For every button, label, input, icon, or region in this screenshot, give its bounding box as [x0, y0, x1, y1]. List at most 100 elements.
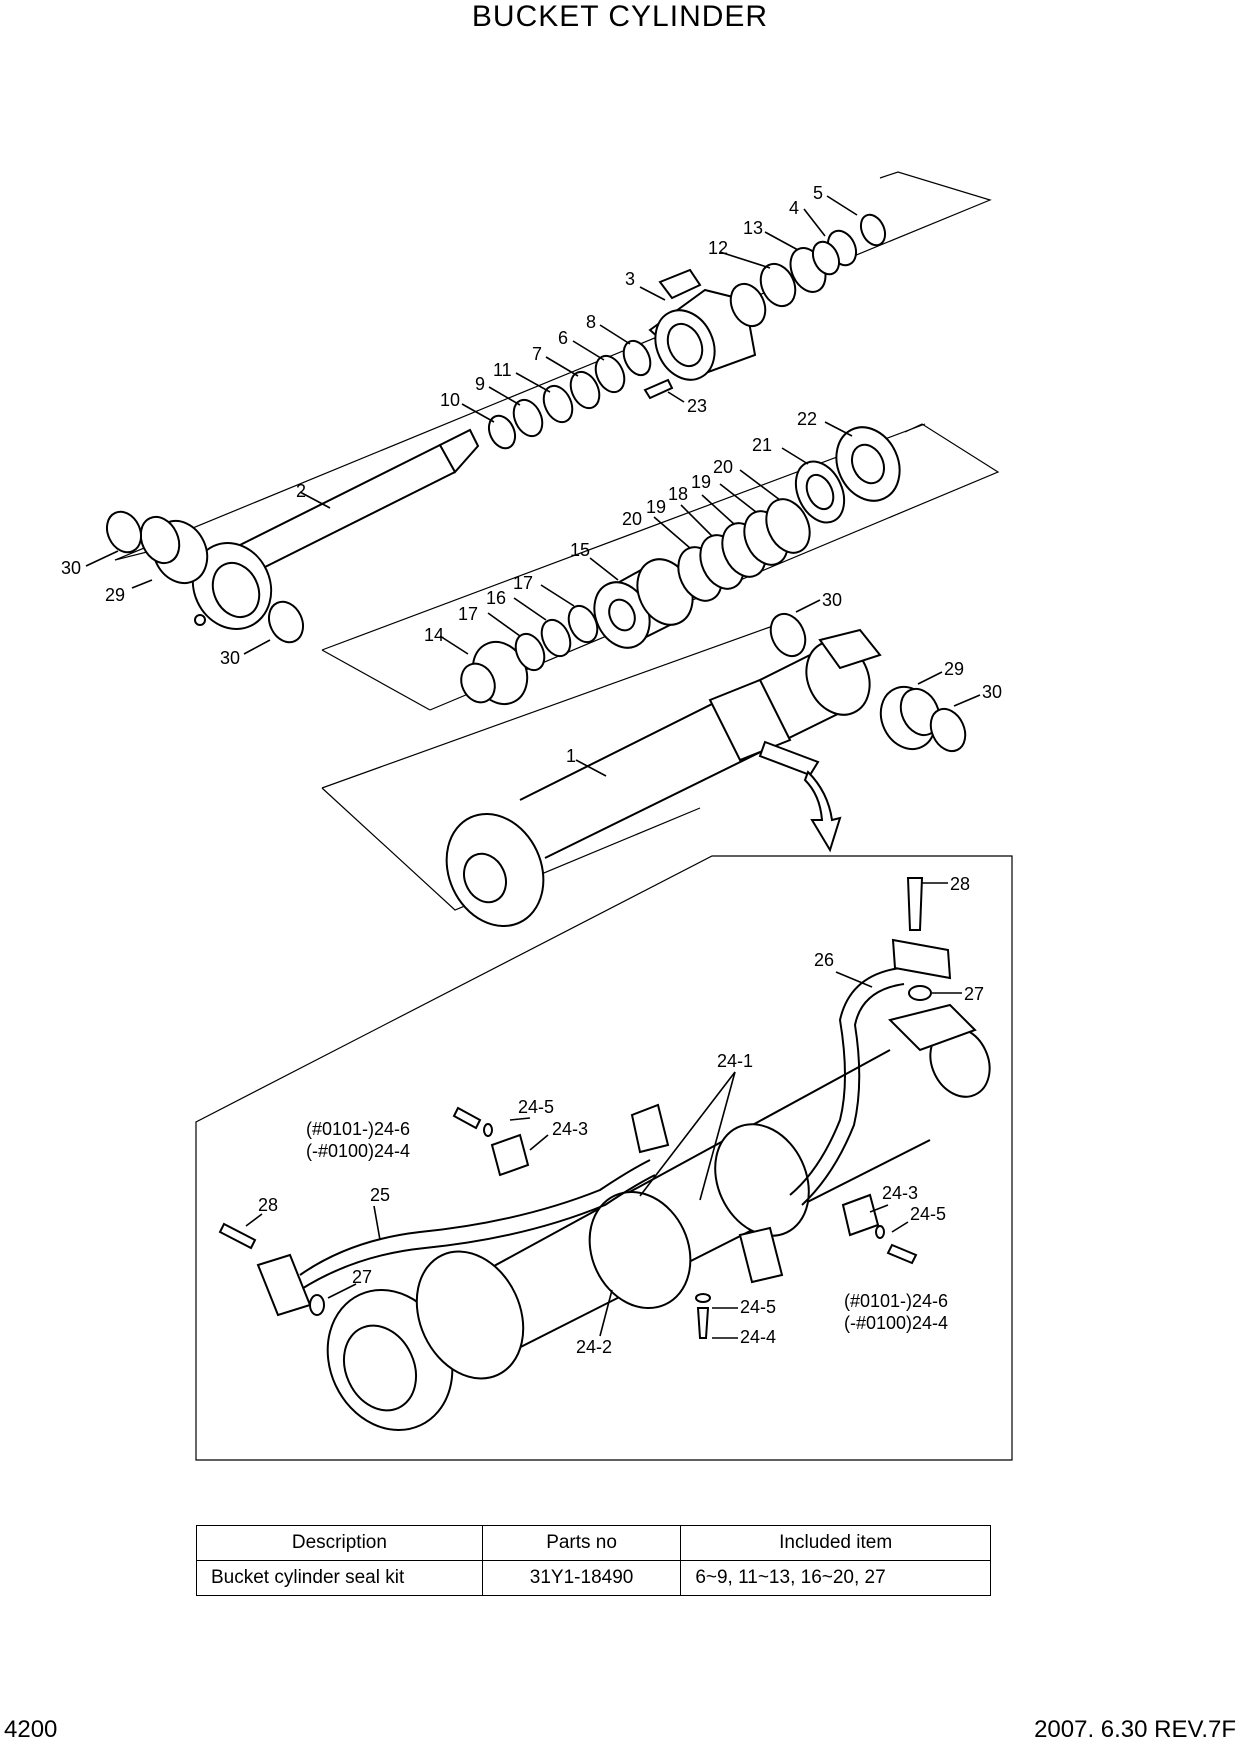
callout-5: 5: [813, 183, 823, 203]
callout-30: 30: [982, 682, 1002, 702]
callout-24-4: (-#0100)24-4: [306, 1141, 410, 1161]
callout-9: 9: [475, 374, 485, 394]
bushing-29-right: [879, 685, 941, 751]
callout-24-5: 24-5: [740, 1297, 776, 1317]
callout-29: 29: [944, 659, 964, 679]
bushing-4: [811, 229, 858, 276]
cylinder-tube-group: 1 30 29 30: [321, 590, 1002, 928]
callout-17: 17: [458, 604, 478, 624]
assembly-frame-1: [114, 171, 992, 561]
detail-frame: [195, 855, 1013, 1461]
rod-assembly-group: 2 30 29 30 10 9 11 7 6 8 3 12 13 4 5 23: [61, 171, 992, 668]
callout-23: 23: [687, 396, 707, 416]
callout-24-2: 24-2: [576, 1337, 612, 1357]
callout-15: 15: [570, 540, 590, 560]
column-header-description: Description: [196, 1525, 483, 1561]
ring-6: [594, 354, 626, 394]
pipe-25: [299, 1159, 651, 1276]
ring-9: [512, 398, 544, 438]
callout-24-5: 24-5: [910, 1204, 946, 1224]
column-header-included-item: Included item: [680, 1525, 991, 1561]
tube-frame-bottom: [321, 787, 701, 911]
pipe-flange-left: [256, 1253, 312, 1317]
bolt-28-upper: [906, 877, 924, 931]
cell-description: Bucket cylinder seal kit: [196, 1560, 483, 1596]
callout-3: 3: [625, 269, 635, 289]
ring-20-upper: [765, 498, 811, 554]
washer-24-5-left: [483, 1123, 493, 1137]
ring-12: [759, 262, 797, 308]
callout-24-4: (-#0100)24-4: [844, 1313, 948, 1333]
callout-2: 2: [296, 481, 306, 501]
ring-10: [487, 414, 517, 450]
revision-date: 2007. 6.30 REV.7F: [1034, 1716, 1236, 1743]
callout-7: 7: [532, 344, 542, 364]
table-row: Bucket cylinder seal kit 31Y1-18490 6~9,…: [196, 1560, 991, 1596]
dust-seal-30-tube-upper: [769, 612, 807, 658]
o-ring-27-lower: [309, 1294, 325, 1316]
dust-seal-30-tube-lower: [929, 707, 967, 753]
ring-17-lower: [514, 632, 546, 672]
callout-17: 17: [513, 573, 533, 593]
callout-29: 29: [105, 585, 125, 605]
pipe-flange-right: [738, 1226, 784, 1284]
pipe-clamp-block-upper: [630, 1103, 670, 1154]
callout-4: 4: [789, 198, 799, 218]
bushing-29-left: [139, 515, 209, 585]
piston-rod: [191, 428, 480, 630]
band-24-1: [714, 1123, 810, 1237]
lock-nut-22: [835, 426, 901, 502]
tube-frame-top: [321, 626, 771, 789]
callout-8: 8: [586, 312, 596, 332]
callout-16: 16: [486, 588, 506, 608]
dust-seal-30-lower: [267, 600, 305, 644]
detail-arrow-icon: [803, 770, 842, 853]
ring-16: [540, 618, 572, 658]
callout-10: 10: [440, 390, 460, 410]
callout-20: 20: [713, 457, 733, 477]
callout-20: 20: [622, 509, 642, 529]
callout-22: 22: [797, 409, 817, 429]
page-number: 4200: [4, 1716, 58, 1743]
callout-24-6: (#0101-)24-6: [306, 1119, 410, 1139]
seal-kit-table: Description Parts no Included item Bucke…: [196, 1525, 991, 1596]
piston-assembly-group: 14 17 16 17 15 20 19 18 19 20 21 22: [321, 409, 1000, 711]
table-header-row: Description Parts no Included item: [196, 1525, 991, 1561]
callout-27: 27: [964, 984, 984, 1004]
pipe-26: [789, 967, 901, 1196]
callout-27: 27: [352, 1267, 372, 1287]
callout-24-5: 24-5: [518, 1097, 554, 1117]
callout-24-6: (#0101-)24-6: [844, 1291, 948, 1311]
callout-24-4: 24-4: [740, 1327, 776, 1347]
bolt-24-4-lower: [696, 1307, 710, 1339]
callout-26: 26: [814, 950, 834, 970]
callout-13: 13: [743, 218, 763, 238]
ring-8: [622, 339, 652, 377]
column-header-parts-no: Parts no: [481, 1525, 682, 1561]
callout-24-3: 24-3: [882, 1183, 918, 1203]
callout-18: 18: [668, 484, 688, 504]
bolt-24-6-right: [886, 1243, 918, 1265]
callout-30: 30: [822, 590, 842, 610]
callout-21: 21: [752, 435, 772, 455]
callout-1: 1: [566, 746, 576, 766]
page-title: BUCKET CYLINDER: [471, 0, 769, 33]
piping-detail-box: 28 26 27 24-1 24-5 24-3 (#0101-)24-6 (-#…: [195, 855, 1013, 1461]
seal-5: [859, 213, 887, 247]
cylinder-tube-1: [445, 628, 882, 928]
piston-nut-14: [460, 640, 529, 706]
callout-28: 28: [258, 1195, 278, 1215]
callout-12: 12: [708, 238, 728, 258]
dust-seal-30-upper: [105, 510, 143, 554]
bolt-28-left: [218, 1222, 257, 1250]
cylinder-tube-detail: [326, 1003, 991, 1432]
washer-24-5-lower: [695, 1293, 711, 1303]
cell-included-item: 6~9, 11~13, 16~20, 27: [680, 1560, 991, 1596]
callout-25: 25: [370, 1185, 390, 1205]
assembly-frame-2-top: [321, 423, 926, 651]
band-24-2: [588, 1190, 692, 1310]
callout-30: 30: [61, 558, 81, 578]
clamp-24-3-right: [841, 1193, 880, 1237]
pipe-flange-upper: [891, 938, 952, 980]
